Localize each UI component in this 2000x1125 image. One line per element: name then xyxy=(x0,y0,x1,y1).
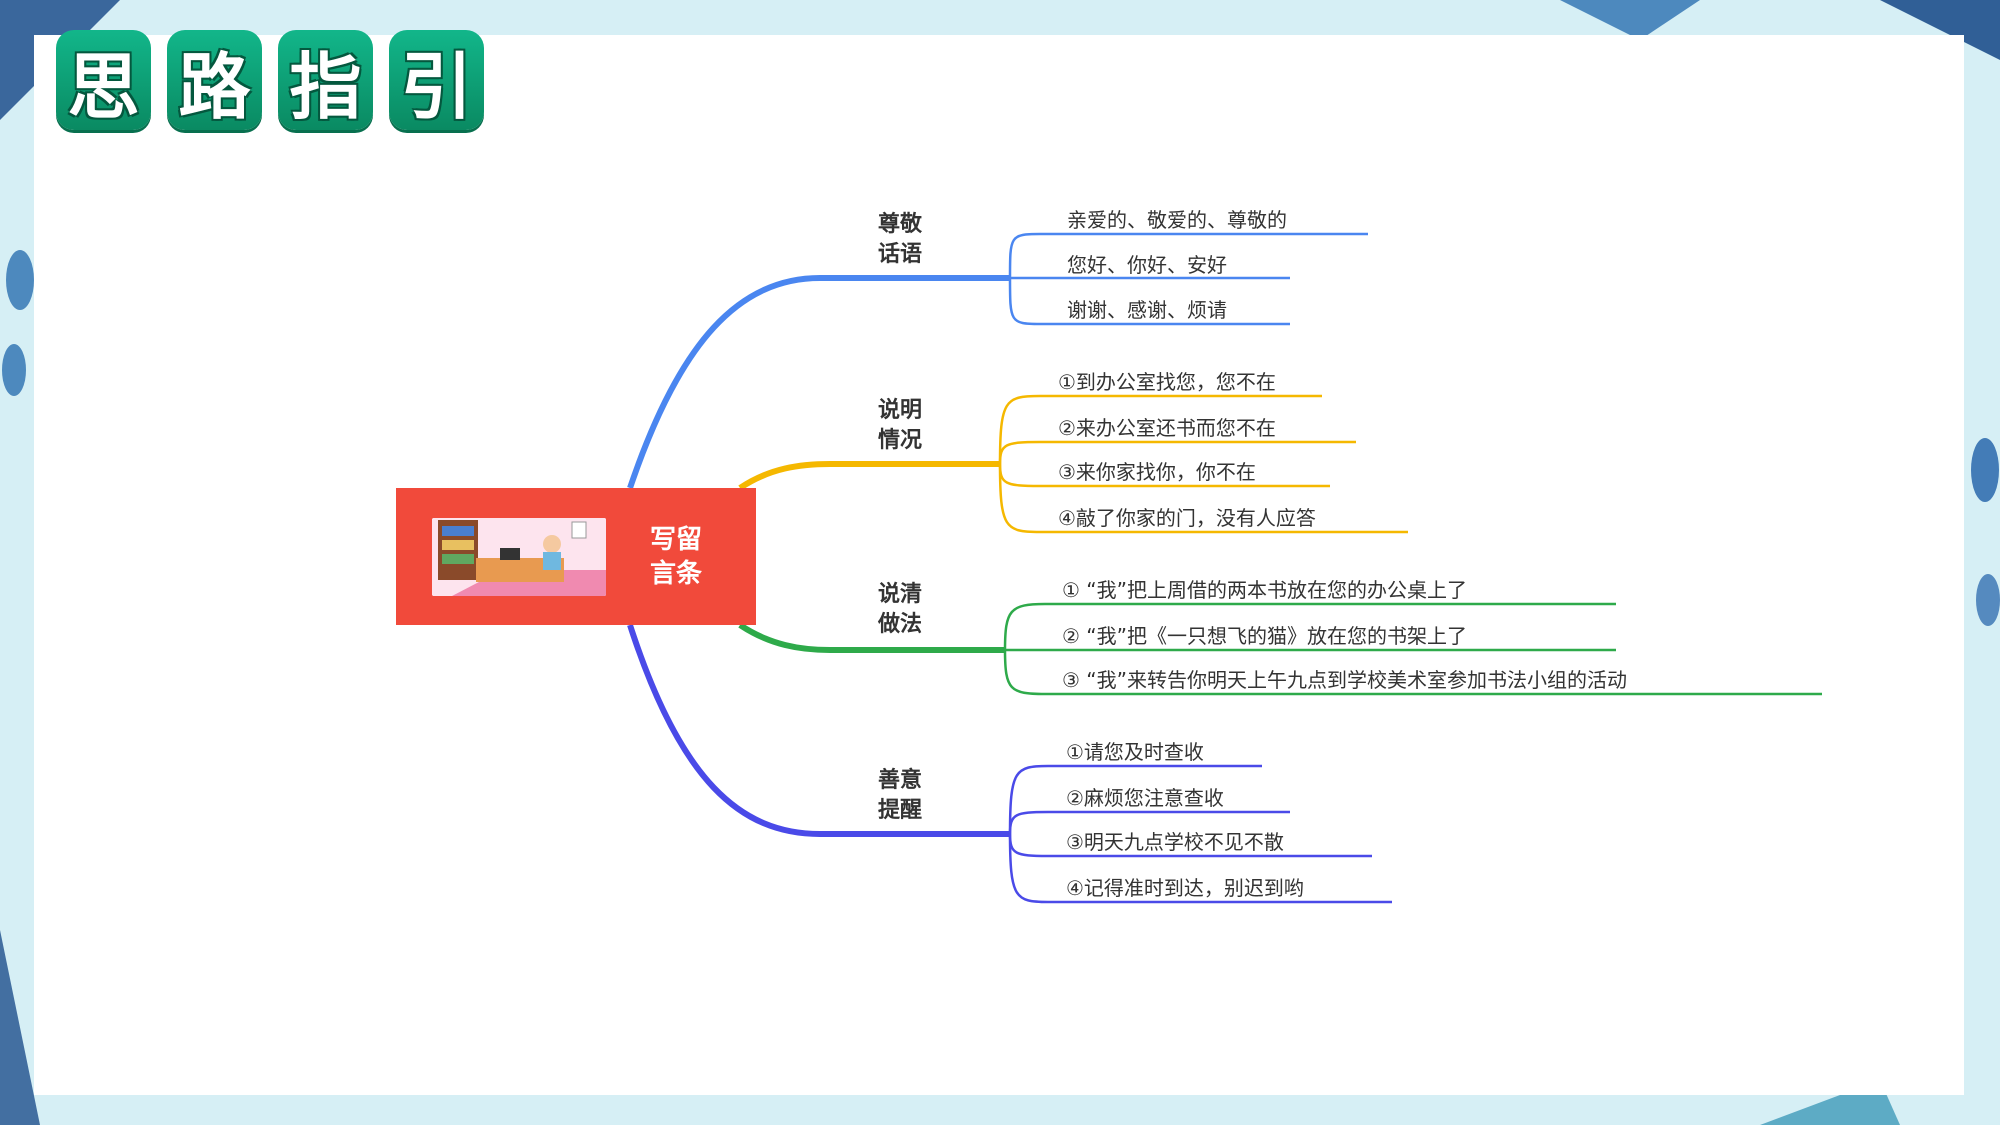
leaf-connector xyxy=(1008,833,1392,904)
branch-label-respect: 尊敬 话语 xyxy=(860,210,940,270)
branch-label-action: 说清 做法 xyxy=(860,580,940,640)
central-topic-line: 写留 xyxy=(649,525,702,555)
leaf-item: ②来办公室还书而您不在 xyxy=(1058,416,1276,440)
leaf-item: ② “我”把《一只想飞的猫》放在您的书架上了 xyxy=(1062,624,1468,648)
branch-label-line: 尊敬 xyxy=(877,212,922,237)
central-topic-label: 写留 言条 xyxy=(636,523,716,591)
leaf-item: 谢谢、感谢、烦请 xyxy=(1067,298,1227,322)
branch-label-line: 话语 xyxy=(877,242,922,267)
leaf-connector xyxy=(998,440,1356,465)
leaf-item: ③ “我”来转告你明天上午九点到学校美术室参加书法小组的活动 xyxy=(1062,668,1628,692)
leaf-connector xyxy=(1003,649,1822,696)
title-char-box: 路 xyxy=(167,30,262,130)
connector-branch-3 xyxy=(738,622,1005,653)
title-char-box: 引 xyxy=(389,30,484,130)
leaf-item: ①到办公室找您，您不在 xyxy=(1058,370,1276,394)
leaf-item: ④记得准时到达，别迟到哟 xyxy=(1066,876,1304,900)
leaf-item: 亲爱的、敬爱的、尊敬的 xyxy=(1067,208,1287,232)
branch-label-line: 说明 xyxy=(877,398,922,423)
leaf-item: ②麻烦您注意查收 xyxy=(1066,786,1224,810)
page-title: 思 路 指 引 xyxy=(56,30,484,130)
office-illustration xyxy=(432,518,606,596)
content-card xyxy=(34,35,1964,1095)
leaf-connector xyxy=(1008,277,1290,326)
leaf-item: ①请您及时查收 xyxy=(1066,740,1204,764)
leaf-item: ③明天九点学校不见不散 xyxy=(1066,830,1284,854)
title-char-box: 指 xyxy=(278,30,373,130)
branch-label-line: 说清 xyxy=(877,582,922,607)
leaf-connector xyxy=(998,394,1322,465)
central-topic: 写留 言条 xyxy=(396,488,756,625)
leaf-connector xyxy=(1003,602,1616,651)
branch-label-line: 提醒 xyxy=(877,798,922,823)
leaf-item: ④敲了你家的门，没有人应答 xyxy=(1058,506,1316,530)
leaf-connector xyxy=(1008,810,1290,835)
branch-label-reminder: 善意 提醒 xyxy=(860,766,940,826)
branch-label-situation: 说明 情况 xyxy=(860,396,940,456)
leaf-connector xyxy=(998,463,1408,534)
connector-branch-1 xyxy=(627,275,1010,489)
connector-branch-4 xyxy=(627,624,1010,837)
central-topic-line: 言条 xyxy=(649,559,702,589)
leaf-connector xyxy=(1008,764,1262,835)
branch-label-line: 做法 xyxy=(877,612,922,637)
leaf-item: ① “我”把上周借的两本书放在您的办公桌上了 xyxy=(1062,578,1468,602)
leaf-item: ③来你家找你，你不在 xyxy=(1058,460,1256,484)
title-char-box: 思 xyxy=(56,30,151,130)
connector-branch-2 xyxy=(738,461,1000,491)
leaf-connector xyxy=(1008,232,1368,279)
leaf-item: 您好、你好、安好 xyxy=(1067,253,1227,277)
branch-label-line: 善意 xyxy=(877,768,922,793)
branch-label-line: 情况 xyxy=(877,428,922,453)
